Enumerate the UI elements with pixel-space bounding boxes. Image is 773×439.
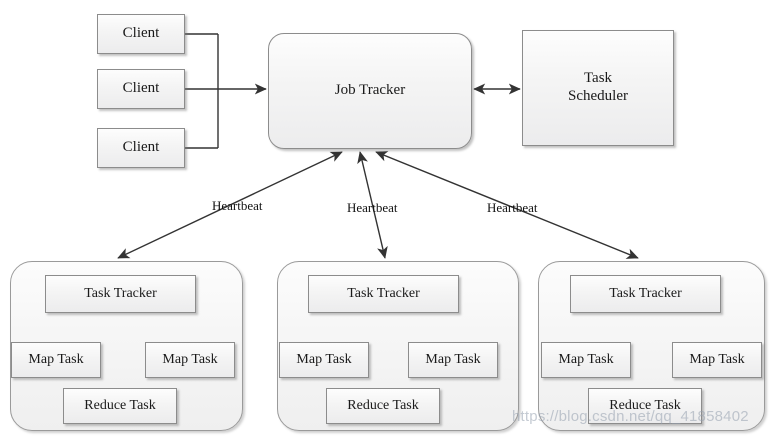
reduce-task-label-2: Reduce Task — [347, 397, 419, 413]
map-task-box-3-right[interactable]: Map Task — [672, 342, 762, 378]
task-tracker-box-2[interactable]: Task Tracker — [308, 275, 459, 313]
map-task-box-2-right[interactable]: Map Task — [408, 342, 498, 378]
heartbeat-label-2: Heartbeat — [347, 200, 398, 215]
reduce-task-box-1[interactable]: Reduce Task — [63, 388, 177, 424]
client-box-3[interactable]: Client — [97, 128, 185, 168]
map-task-box-3-left[interactable]: Map Task — [541, 342, 631, 378]
client-label-3: Client — [122, 139, 160, 156]
job-tracker-label: Job Tracker — [334, 82, 406, 99]
reduce-task-label-1: Reduce Task — [84, 397, 156, 413]
map-task-label-3-right: Map Task — [689, 351, 745, 367]
task-tracker-label-3: Task Tracker — [609, 285, 682, 301]
task-tracker-label-1: Task Tracker — [84, 285, 157, 301]
client-label-1: Client — [122, 25, 160, 42]
map-task-label-1-right: Map Task — [162, 351, 218, 367]
map-task-box-2-left[interactable]: Map Task — [279, 342, 369, 378]
map-task-label-2-left: Map Task — [296, 351, 352, 367]
job-tracker-box[interactable]: Job Tracker — [268, 33, 472, 149]
client-box-1[interactable]: Client — [97, 14, 185, 54]
heartbeat-label-3: Heartbeat — [487, 200, 538, 215]
task-tracker-box-1[interactable]: Task Tracker — [45, 275, 196, 313]
map-task-box-1-right[interactable]: Map Task — [145, 342, 235, 378]
reduce-task-box-2[interactable]: Reduce Task — [326, 388, 440, 424]
task-scheduler-label-line1: Task — [583, 70, 613, 87]
map-task-box-1-left[interactable]: Map Task — [11, 342, 101, 378]
task-scheduler-label-line2: Scheduler — [568, 88, 628, 104]
client-label-2: Client — [122, 80, 160, 97]
task-tracker-label-2: Task Tracker — [347, 285, 420, 301]
reduce-task-label-3: Reduce Task — [609, 397, 681, 413]
task-scheduler-box[interactable]: Task Scheduler — [522, 30, 674, 146]
map-task-label-3-left: Map Task — [558, 351, 614, 367]
task-tracker-box-3[interactable]: Task Tracker — [570, 275, 721, 313]
heartbeat-label-1: Heartbeat — [212, 198, 263, 213]
map-task-label-2-right: Map Task — [425, 351, 481, 367]
client-box-2[interactable]: Client — [97, 69, 185, 109]
map-task-label-1-left: Map Task — [28, 351, 84, 367]
reduce-task-box-3[interactable]: Reduce Task — [588, 388, 702, 424]
